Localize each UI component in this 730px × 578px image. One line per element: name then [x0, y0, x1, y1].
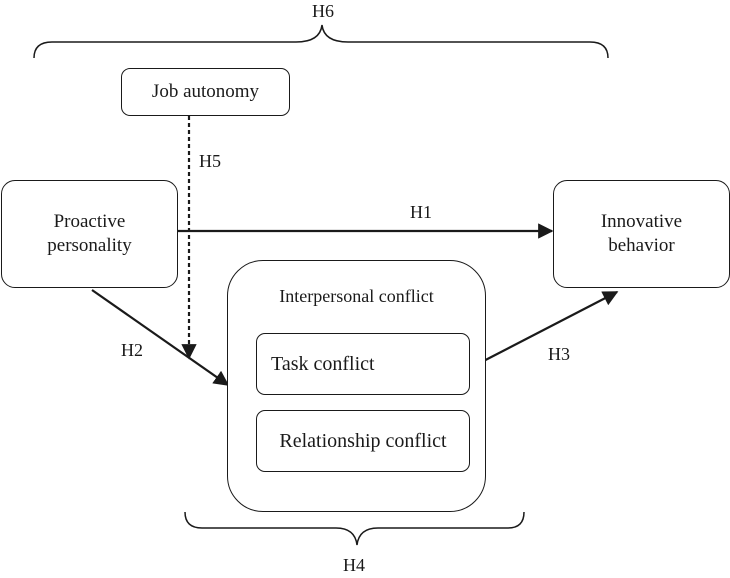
h6-label: H6: [312, 1, 334, 21]
h5-label: H5: [199, 151, 221, 171]
h4-label: H4: [343, 555, 365, 575]
proactive-personality-node: Proactive personality: [1, 180, 178, 288]
proactive-personality-label: Proactive personality: [47, 211, 132, 256]
h6-brace: [33, 24, 609, 59]
task-conflict-label: Task conflict: [271, 352, 375, 375]
h4-brace: [184, 511, 525, 546]
h3-arrow: [469, 291, 619, 369]
task-conflict-node: Task conflict: [256, 333, 470, 395]
innovative-behavior-label: Innovative behavior: [600, 211, 683, 256]
h2-arrow: [91, 289, 230, 386]
relationship-conflict-label: Relationship conflict: [279, 429, 447, 452]
h2-label: H2: [121, 340, 143, 360]
h3-label: H3: [548, 344, 570, 364]
relationship-conflict-node: Relationship conflict: [256, 410, 470, 472]
job-autonomy-label: Job autonomy: [151, 81, 260, 103]
job-autonomy-node: Job autonomy: [121, 68, 290, 116]
interpersonal-conflict-label: Interpersonal conflict: [279, 286, 434, 306]
innovative-behavior-node: Innovative behavior: [553, 180, 730, 288]
h1-label: H1: [410, 202, 432, 222]
